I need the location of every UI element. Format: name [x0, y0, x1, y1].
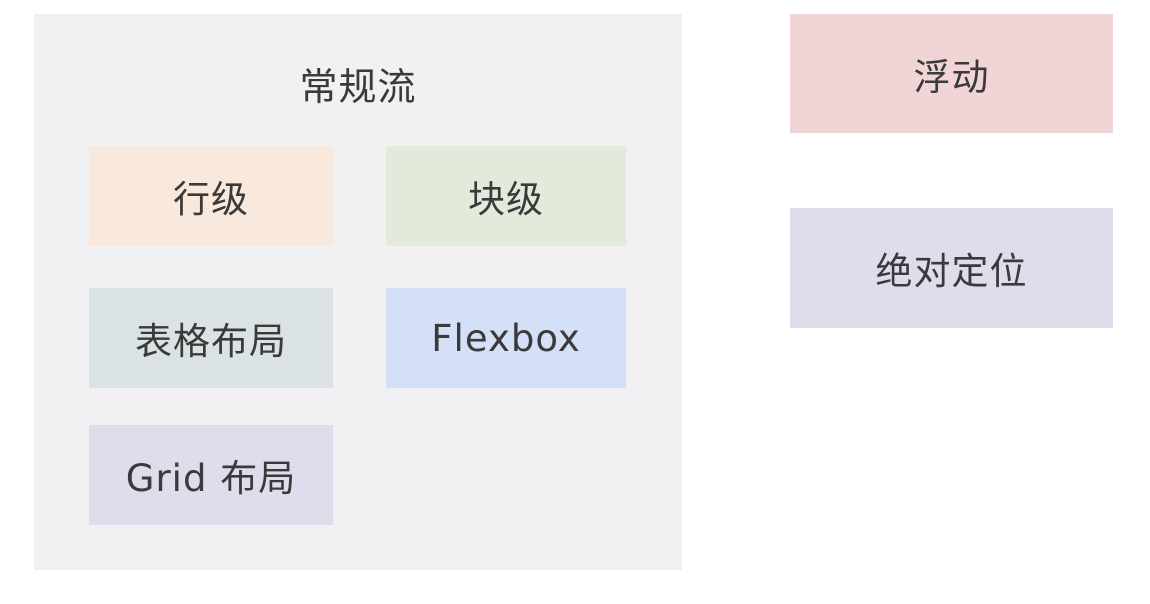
flexbox-layout-label: Flexbox [431, 316, 581, 360]
table-layout-box: 表格布局 [89, 288, 333, 388]
float-box: 浮动 [790, 14, 1113, 133]
normal-flow-panel: 常规流 行级 块级 表格布局 Flexbox Grid 布局 [34, 14, 682, 570]
float-label: 浮动 [913, 55, 990, 99]
table-layout-label: 表格布局 [135, 320, 287, 363]
absolute-positioning-box: 绝对定位 [790, 208, 1113, 328]
block-layout-label: 块级 [468, 178, 544, 221]
grid-layout-label: Grid 布局 [125, 457, 297, 500]
absolute-positioning-label: 绝对定位 [875, 250, 1028, 293]
inline-layout-box: 行级 [89, 146, 333, 246]
grid-layout-box: Grid 布局 [89, 425, 333, 525]
inline-layout-label: 行级 [173, 178, 249, 221]
flexbox-layout-box: Flexbox [386, 288, 626, 388]
normal-flow-title: 常规流 [299, 65, 417, 109]
block-layout-box: 块级 [386, 146, 626, 246]
